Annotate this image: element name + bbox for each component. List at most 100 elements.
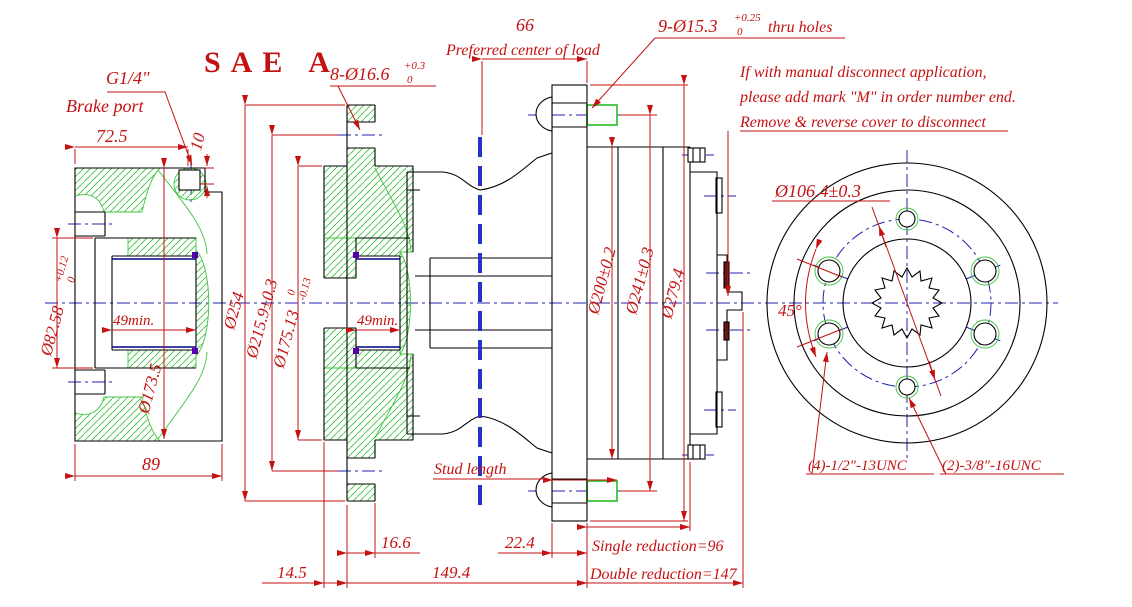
dim-9holes-tol-upper: +0.25 (734, 12, 761, 24)
bolt-hole-1 (817, 259, 841, 283)
left-bore-lower-hatch (127, 349, 197, 369)
bolt-hole-3 (973, 259, 997, 283)
dim-8holes-tol-upper: +0.3 (404, 60, 426, 72)
spline-teeth (870, 266, 944, 340)
top-hex-bolt (687, 147, 706, 163)
brake-port-size-text: G1/4" (106, 68, 150, 88)
dim-149-4-text: 149.4 (432, 563, 471, 582)
dim-16-6-text: 16.6 (381, 533, 411, 552)
dim-72-5-text: 72.5 (96, 126, 128, 146)
bolt-hole-4 (973, 322, 997, 346)
dim-89-ext (74, 444, 223, 481)
stud-holes-through-plate (552, 102, 587, 504)
dim-89-text: 89 (142, 454, 160, 474)
mid-pilot-bore-upper-hatch (323, 237, 357, 279)
flange-hole-centerlines (338, 134, 384, 472)
left-hub-bottom-hatch (74, 396, 162, 442)
dim-66-ext (481, 61, 588, 135)
bell-housing-internal (407, 189, 552, 417)
dim-22-4-text: 22.4 (505, 533, 535, 552)
endview-pilot-circle (842, 238, 972, 368)
dim-106-4-arrow1 (878, 225, 887, 248)
bottom-hex-bolt (687, 444, 706, 460)
dim-82-58-tol-lower: 0 (65, 275, 78, 284)
top-hex-bolt-facets (692, 148, 701, 162)
dim-9holes-tol-lower: 0 (737, 26, 743, 38)
dim-8holes-tol-lower: 0 (407, 74, 413, 86)
dim-45-arc (805, 238, 823, 358)
spline-root-lines (112, 258, 400, 348)
snap-ring-mid-bottom (353, 348, 359, 354)
dim-279-4-ext (590, 84, 688, 522)
unc2-text: (2)-3/8"-16UNC (942, 458, 1042, 474)
dim-9holes-leader (592, 37, 845, 108)
disconnect-cover-boss (717, 254, 743, 361)
left-hub-holes (75, 211, 106, 395)
mid-flange-outline (346, 104, 414, 502)
endview-flange-circle (793, 189, 1021, 417)
left-spline-bore (111, 255, 197, 351)
left-hub-hole-centerlines (68, 223, 114, 383)
note-line-2: please add mark "M" in order number end. (739, 89, 1016, 106)
dim-215-9-ext (272, 134, 338, 472)
brake-port-leader (107, 91, 193, 166)
bottom-hex-bolt-facets (692, 445, 701, 459)
dim-72-5-ext (74, 149, 189, 166)
mid-bore-end-cap (399, 250, 411, 356)
mid-flange-bottom-hatch (346, 483, 376, 502)
mid-pilot-bore-lower-hatch (323, 327, 357, 369)
dim-106-4-text: Ø106.4±0.3 (774, 181, 861, 201)
port-plug-lower (723, 321, 730, 341)
unc4-text: (4)-1/2"-13UNC (808, 458, 908, 474)
brake-port-label-text: Brake port (66, 96, 144, 116)
thread-ring-4 (970, 319, 1000, 349)
dim-175-13-tol-lower: -0.13 (296, 276, 314, 302)
left-hub-top-hatch (74, 167, 162, 213)
mid-pilot-outline (323, 165, 356, 441)
dim-10-ext (200, 167, 214, 185)
dim-49min-mid-text: 49min. (357, 313, 398, 329)
thread-ring-top (895, 207, 919, 231)
spline-detail-layer (112, 252, 400, 354)
gearbox-body (587, 146, 691, 460)
brake-port-hole (178, 169, 201, 191)
cover-bolt-centerlines (682, 154, 714, 456)
dim-10-text-group: 10 (186, 130, 209, 152)
mid-cast-curves (374, 167, 412, 439)
dim-82-58-ext (52, 237, 93, 369)
stud-length-text: Stud length (434, 461, 506, 478)
dim-14-5-text: 14.5 (277, 563, 307, 582)
bottom-stud-thread (586, 480, 618, 502)
wheel-flange-plate (551, 84, 588, 522)
left-bore-outline (94, 237, 196, 369)
double-reduction-text: Double reduction=147 (589, 566, 738, 583)
drawing-title: SAE A (204, 46, 340, 79)
dim-175-13-ext (298, 165, 322, 441)
note-line-3: Remove & reverse cover to disconnect (739, 114, 987, 131)
dim-175-13-tol-upper: 0 (285, 288, 298, 297)
single-reduction-text: Single reduction=96 (592, 538, 724, 555)
bottom-port-boss (715, 391, 723, 428)
dimension-lines-layer (52, 37, 1064, 588)
mid-spline-bore (356, 255, 401, 351)
unc2-leader (909, 398, 1064, 475)
dim-10-text: 10 (186, 130, 209, 152)
dim-49min-left-text: 49min. (113, 313, 154, 329)
left-bore-upper-hatch (127, 237, 197, 257)
dim-9holes-base: 9-Ø15.3 (658, 16, 718, 36)
dim-45-text: 45° (778, 301, 802, 320)
top-stud-head (535, 96, 553, 132)
mid-pilot-lower-hatch (323, 367, 348, 441)
snap-ring-mid-top (353, 252, 359, 258)
mid-bore-outline (355, 237, 410, 369)
thread-ring-3 (970, 256, 1000, 286)
snap-ring-left-top (192, 252, 198, 258)
bottom-dims-ext-lines (323, 312, 744, 588)
dim-9holes-suffix: thru holes (768, 19, 832, 36)
dim-241-ext (620, 114, 657, 492)
unc4-leader (806, 352, 934, 475)
dim-8holes-leader (330, 85, 436, 130)
dim-254-ext (245, 104, 345, 502)
